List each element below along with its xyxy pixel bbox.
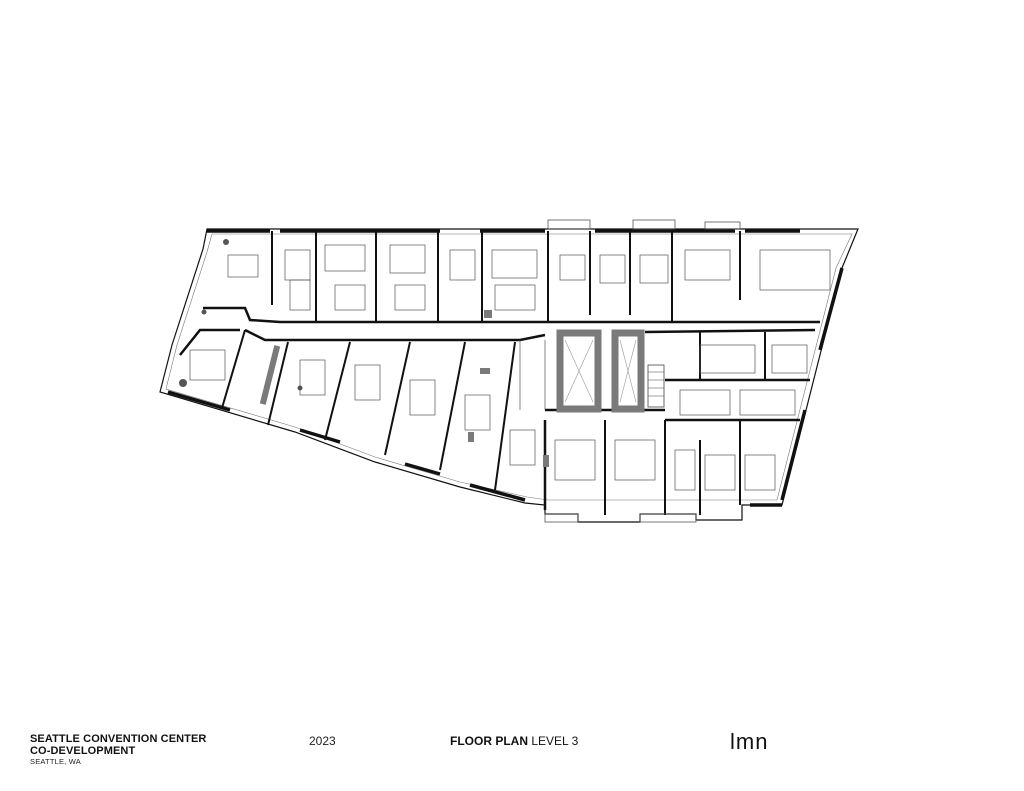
corridor-walls bbox=[179, 306, 820, 510]
project-year: 2023 bbox=[309, 734, 336, 748]
building-inner-outline bbox=[165, 233, 853, 501]
structural-accents bbox=[259, 310, 549, 467]
columns bbox=[179, 239, 303, 391]
sheet-title-bold: FLOOR PLAN bbox=[450, 734, 528, 748]
sheet-title-level: LEVEL 3 bbox=[531, 734, 579, 748]
firm-logo: lmn bbox=[730, 729, 769, 754]
interior-fixtures bbox=[189, 244, 831, 491]
project-name-line2: CO-DEVELOPMENT bbox=[30, 745, 136, 757]
stair-core-west bbox=[556, 329, 602, 413]
title-block: SEATTLE CONVENTION CENTER CO-DEVELOPMENT… bbox=[0, 729, 1024, 773]
exterior-walls bbox=[167, 229, 844, 507]
building-core bbox=[556, 329, 665, 413]
project-name-line1: SEATTLE CONVENTION CENTER bbox=[30, 733, 207, 745]
stair-core-east bbox=[611, 329, 645, 413]
balconies bbox=[544, 219, 741, 523]
sheet-title: FLOOR PLAN LEVEL 3 bbox=[450, 734, 578, 748]
building-outline bbox=[159, 228, 859, 523]
unit-partitions bbox=[221, 231, 766, 515]
project-location: SEATTLE, WA bbox=[30, 757, 81, 766]
project-title: SEATTLE CONVENTION CENTER CO-DEVELOPMENT bbox=[30, 733, 206, 757]
